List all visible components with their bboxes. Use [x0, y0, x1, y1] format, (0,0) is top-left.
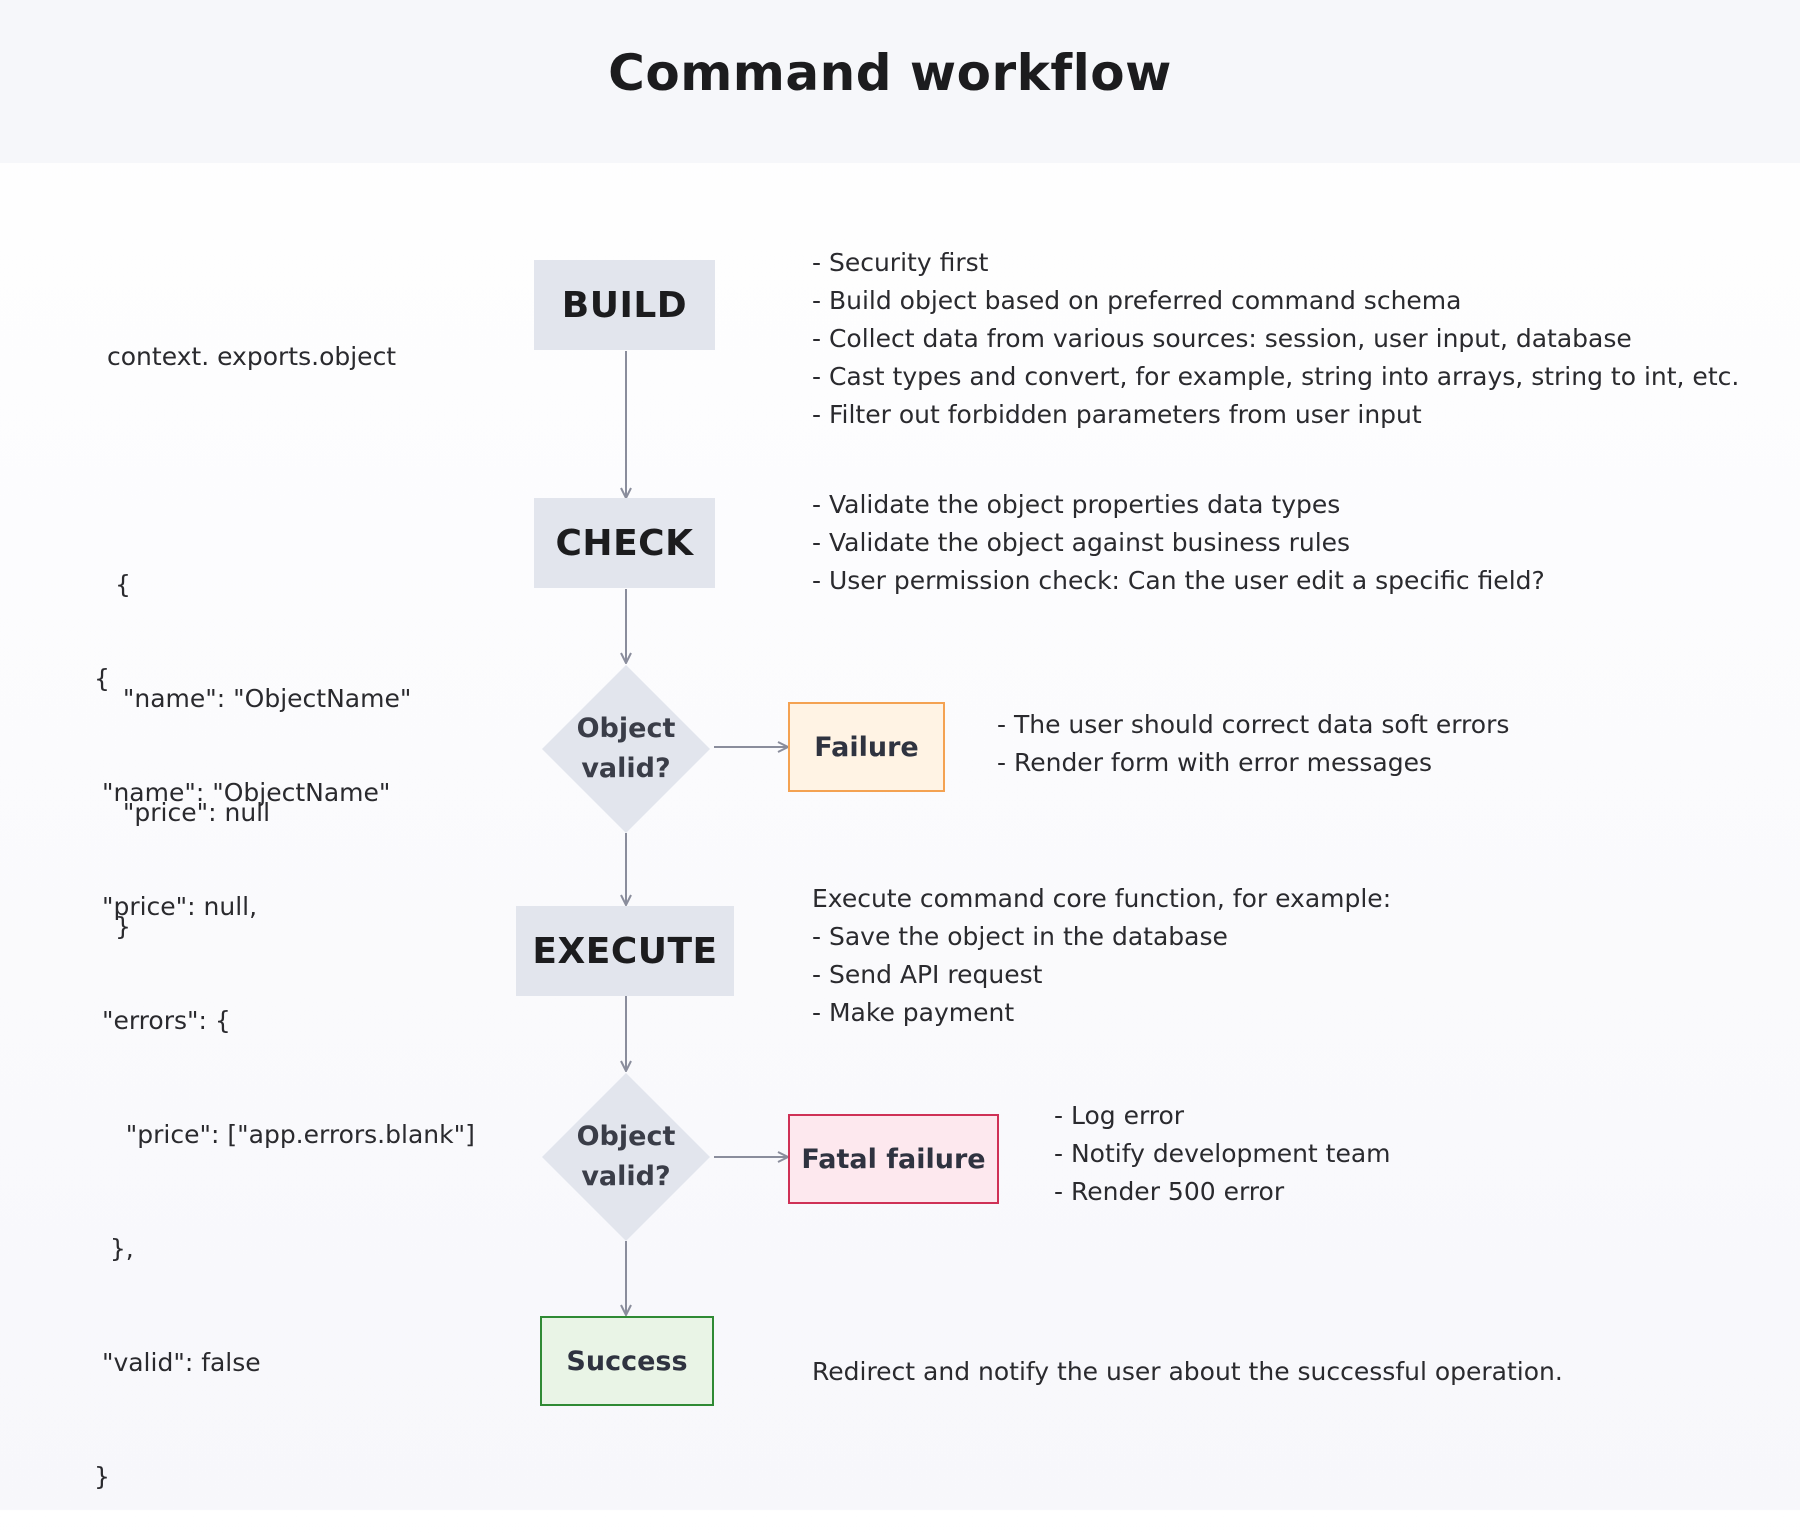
success-node: Success	[540, 1316, 714, 1406]
fatal-note-line: - Render 500 error	[1054, 1177, 1285, 1206]
decision-1-label: Object valid?	[556, 709, 696, 789]
success-notes: Redirect and notify the user about the s…	[812, 1353, 1563, 1391]
execute-note-line: - Make payment	[812, 998, 1015, 1027]
check-code-snippet: { "name": "ObjectName" "price": null, "e…	[94, 584, 475, 1534]
code-line: "valid": false	[94, 1348, 261, 1377]
check-notes: - Validate the object properties data ty…	[812, 486, 1545, 600]
check-note-line: - User permission check: Can the user ed…	[812, 566, 1545, 595]
check-node: CHECK	[534, 498, 715, 588]
code-line: "errors": {	[94, 1006, 231, 1035]
failure-note-line: - The user should correct data soft erro…	[997, 710, 1510, 739]
decision-diamond-2	[542, 1073, 710, 1241]
execute-note-line: - Save the object in the database	[812, 922, 1228, 951]
build-code-snippet: context. exports.object { "name": "Objec…	[107, 262, 411, 984]
code-line: "price": ["app.errors.blank"]	[94, 1120, 475, 1149]
execute-node: EXECUTE	[516, 906, 734, 996]
build-note-line: - Filter out forbidden parameters from u…	[812, 400, 1422, 429]
failure-notes: - The user should correct data soft erro…	[997, 706, 1509, 782]
code-line	[107, 452, 411, 490]
page-title: Command workflow	[608, 44, 1172, 102]
build-notes: - Security first - Build object based on…	[812, 244, 1739, 434]
decision-2-line-1: Object	[576, 1121, 676, 1152]
decision-1-line-1: Object	[576, 713, 676, 744]
check-note-line: - Validate the object properties data ty…	[812, 490, 1341, 519]
decision-1-line-2: valid?	[581, 753, 671, 784]
code-line: {	[94, 664, 110, 693]
code-line: context. exports.object	[107, 342, 397, 371]
fatal-notes: - Log error - Notify development team - …	[1054, 1097, 1391, 1211]
build-note-line: - Collect data from various sources: ses…	[812, 324, 1632, 353]
execute-note-line: - Send API request	[812, 960, 1043, 989]
build-note-line: - Build object based on preferred comman…	[812, 286, 1462, 315]
build-node: BUILD	[534, 260, 715, 350]
decision-2-label: Object valid?	[556, 1117, 696, 1197]
code-line: "name": "ObjectName"	[107, 684, 412, 713]
code-line: {	[107, 570, 131, 599]
success-note-line: Redirect and notify the user about the s…	[812, 1357, 1563, 1386]
code-line: }	[94, 1462, 110, 1491]
fatal-note-line: - Notify development team	[1054, 1139, 1391, 1168]
fatal-note-line: - Log error	[1054, 1101, 1185, 1130]
code-line: "name": "ObjectName"	[94, 778, 391, 807]
decision-2-line-2: valid?	[581, 1161, 671, 1192]
code-line: }	[107, 912, 131, 941]
code-line: "price": null	[107, 798, 271, 827]
check-note-line: - Validate the object against business r…	[812, 528, 1351, 557]
execute-note-line: Execute command core function, for examp…	[812, 884, 1392, 913]
code-line: "price": null,	[94, 892, 258, 921]
failure-note-line: - Render form with error messages	[997, 748, 1432, 777]
build-note-line: - Cast types and convert, for example, s…	[812, 362, 1740, 391]
header-band	[0, 0, 1800, 163]
failure-node: Failure	[788, 702, 945, 792]
decision-diamond-1	[542, 665, 710, 833]
execute-notes: Execute command core function, for examp…	[812, 880, 1391, 1032]
code-line: },	[94, 1234, 134, 1263]
build-note-line: - Security first	[812, 248, 989, 277]
fatal-failure-node: Fatal failure	[788, 1114, 999, 1204]
